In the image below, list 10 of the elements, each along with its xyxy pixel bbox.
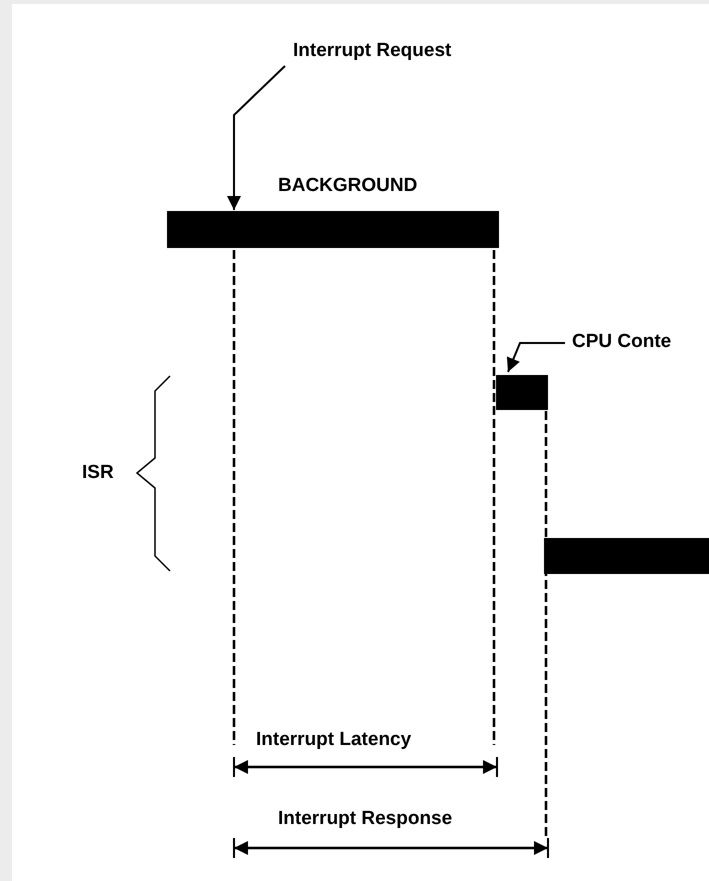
dimension-label: Interrupt Response — [278, 808, 452, 830]
bar-label: BACKGROUND — [278, 175, 418, 197]
dimension-label: Interrupt Latency — [256, 729, 412, 751]
timeline-bar — [544, 538, 709, 574]
leader-line — [227, 65, 286, 210]
timeline-bar — [496, 375, 548, 410]
callout-label: Interrupt Request — [293, 40, 452, 62]
leader-line — [506, 342, 565, 372]
brace-label: ISR — [82, 462, 114, 484]
callout-label: CPU Conte — [572, 331, 672, 353]
